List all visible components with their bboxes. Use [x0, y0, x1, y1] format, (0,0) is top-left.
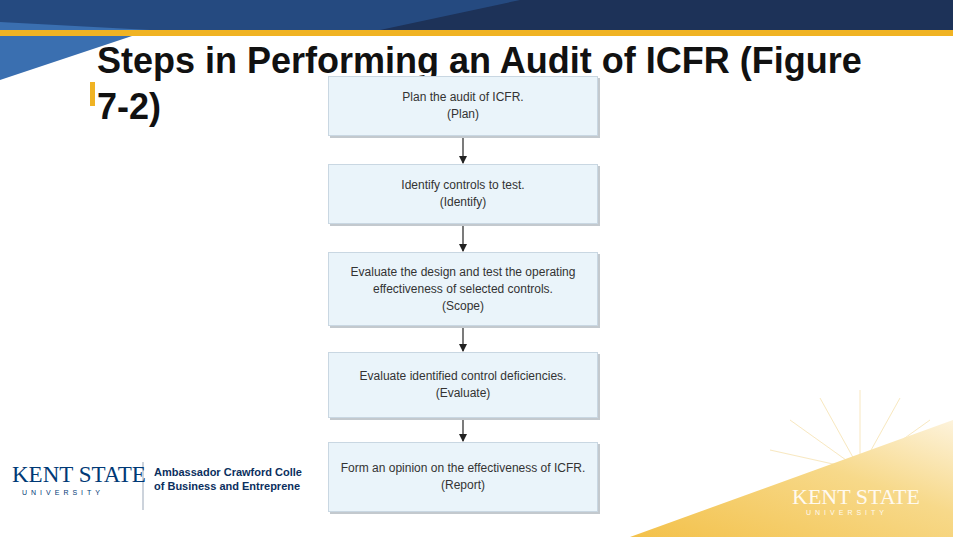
gold-corner: [630, 420, 953, 537]
step-text: Evaluate the design and test the operati…: [339, 264, 587, 298]
accent-stripe: [0, 30, 953, 36]
process-box: Form an opinion on the effectiveness of …: [328, 442, 598, 512]
process-box: Evaluate the design and test the operati…: [328, 252, 598, 326]
step-tag: (Plan): [339, 106, 587, 123]
step-tag: (Report): [339, 477, 587, 494]
college-name: of Business and Entreprene: [154, 480, 300, 492]
step-text: Form an opinion on the effectiveness of …: [339, 460, 587, 477]
step-text: Identify controls to test.: [339, 177, 587, 194]
logo-wordmark: KENT STATE: [12, 462, 146, 488]
step-text: Plan the audit of ICFR.: [339, 89, 587, 106]
flow-arrow: [462, 328, 463, 351]
flow-arrow: [462, 226, 463, 251]
logo-wordmark: KENT STATE: [792, 484, 920, 510]
process-box: Plan the audit of ICFR.(Plan): [328, 76, 598, 136]
flow-arrow: [462, 138, 463, 163]
college-name: Ambassador Crawford Colle: [154, 466, 302, 478]
process-box: Identify controls to test.(Identify): [328, 164, 598, 224]
step-tag: (Identify): [339, 194, 587, 211]
top-band-shade: [0, 0, 520, 30]
process-box: Evaluate identified control deficiencies…: [328, 352, 598, 418]
step-text: Evaluate identified control deficiencies…: [339, 368, 587, 385]
flow-arrow: [462, 420, 463, 441]
logo-subline: UNIVERSITY: [806, 509, 888, 516]
title-accent: [90, 82, 95, 106]
top-band: [0, 0, 953, 30]
step-tag: (Scope): [339, 298, 587, 315]
step-tag: (Evaluate): [339, 385, 587, 402]
logo-subline: UNIVERSITY: [22, 489, 104, 496]
